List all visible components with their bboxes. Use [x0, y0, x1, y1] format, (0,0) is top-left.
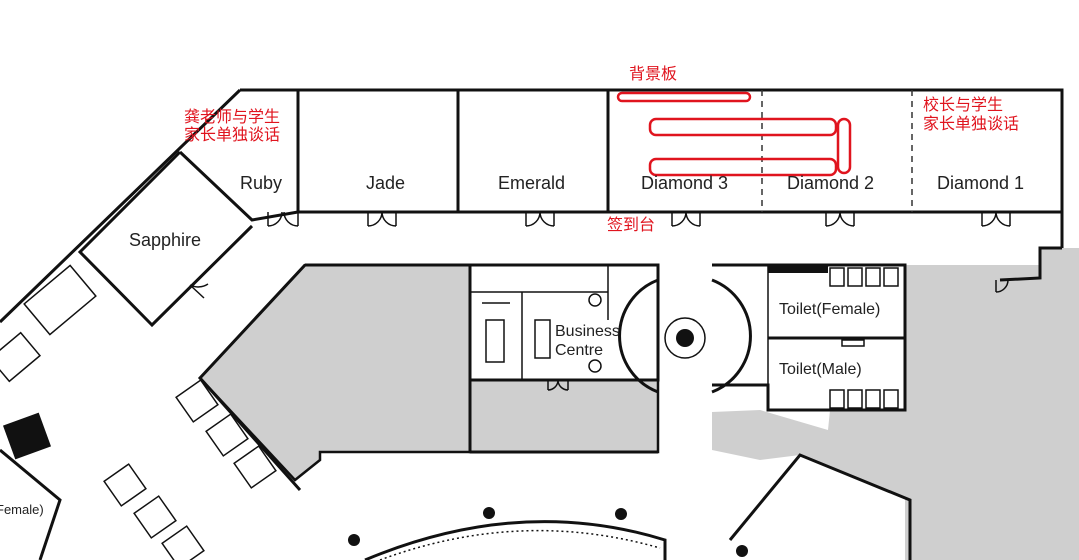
rotunda-right [711, 278, 752, 394]
bc-chair-2 [588, 359, 602, 373]
ruby-room-wall [178, 150, 299, 222]
annotation-gong-line1: 龚老师与学生 [184, 107, 280, 126]
grey-area-center-left [198, 263, 472, 482]
annotation-principal-line2: 家长单独谈话 [923, 114, 1019, 133]
sofa-2 [0, 331, 42, 383]
toilet-block [712, 263, 907, 412]
outer-wall-left [0, 88, 242, 324]
annotation-principal-line1: 校长与学生 [923, 95, 1003, 114]
sofa [23, 264, 97, 336]
rotunda-ring [664, 317, 706, 359]
corridor-left-wall [197, 263, 307, 491]
backdrop-marker [616, 91, 752, 103]
business-centre-block [468, 263, 660, 382]
column-4 [736, 545, 748, 557]
room-label-emerald: Emerald [498, 173, 565, 193]
room-label-business-line1: Business [555, 323, 620, 340]
lift-shafts [103, 379, 277, 560]
room-label-toilet-male: Toilet(Male) [779, 361, 862, 378]
corridor-right-wall [999, 246, 1062, 282]
rotunda-left [618, 278, 659, 394]
seating-marker-1 [648, 117, 838, 137]
seating-marker-2 [648, 157, 838, 177]
rotunda-center [676, 329, 694, 347]
left-toilet-wall [0, 448, 62, 560]
column-3 [615, 508, 627, 520]
room-label-toilet-female-partial: Female) [0, 502, 44, 517]
bottom-right-building [728, 453, 912, 560]
annotation-backdrop: 背景板 [629, 64, 677, 83]
room-label-diamond3: Diamond 3 [641, 173, 728, 193]
column-2 [483, 507, 495, 519]
meeting-table [485, 319, 505, 363]
room-label-sapphire: Sapphire [129, 230, 201, 250]
grey-area-right-column [905, 265, 1079, 560]
annotation-checkin: 签到台 [607, 215, 655, 234]
bc-desk [534, 319, 551, 359]
room-label-diamond2: Diamond 2 [787, 173, 874, 193]
column-1 [348, 534, 360, 546]
outer-wall-top [240, 88, 1064, 248]
black-block [2, 412, 52, 460]
annotation-gong-line2: 家长单独谈话 [184, 125, 280, 144]
room-label-jade: Jade [366, 173, 405, 193]
room-label-diamond1: Diamond 1 [937, 173, 1024, 193]
room-label-business-line2: Centre [555, 342, 603, 359]
curved-seating [364, 520, 667, 560]
toilet-stalls-male [829, 339, 899, 409]
sapphire-room-wall [77, 150, 254, 328]
room-label-toilet-female: Toilet(Female) [779, 301, 880, 318]
room-label-ruby: Ruby [240, 173, 282, 193]
bc-chair [588, 293, 602, 307]
seating-marker-vertical [836, 117, 852, 175]
toilet-stalls-female [768, 265, 899, 287]
curved-seating-inner [379, 529, 661, 560]
door-icons [189, 211, 1011, 391]
grey-area-center [468, 378, 660, 454]
